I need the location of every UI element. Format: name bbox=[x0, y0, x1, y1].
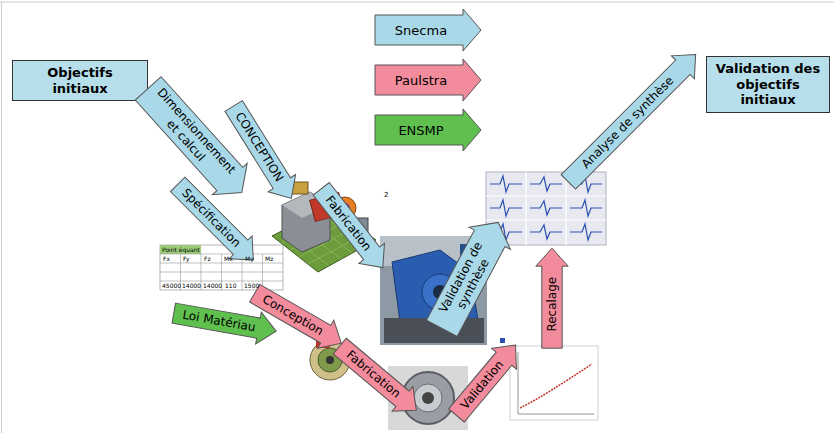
table-cell: Fx bbox=[163, 256, 170, 262]
table-cell: 110 bbox=[225, 283, 236, 289]
legend-swatch bbox=[375, 9, 481, 51]
legend-swatch bbox=[375, 59, 481, 101]
node-label: Objectifs initiaux bbox=[19, 65, 141, 96]
arrow-step: Dimensionnement et calcul bbox=[135, 76, 255, 203]
table-cell: Mx bbox=[224, 256, 233, 262]
table-cell: 1500 bbox=[244, 283, 259, 289]
table-cell: Fy bbox=[183, 256, 189, 262]
arrow-outline bbox=[247, 279, 350, 357]
process-box: Validation des objectifs initiaux bbox=[706, 56, 830, 113]
legend-label: ENSMP bbox=[398, 123, 443, 138]
table-cell: 45000 bbox=[162, 283, 181, 289]
arrow-outline bbox=[557, 43, 707, 193]
table-cell: 14000 bbox=[203, 283, 222, 289]
arrow-outline bbox=[329, 333, 426, 422]
arrow-step: Recalage bbox=[542, 248, 562, 348]
legend-swatch bbox=[375, 109, 481, 151]
arrow-outline bbox=[536, 248, 568, 348]
legend-item: Paulstra bbox=[375, 65, 481, 95]
node-label: Validation des objectifs initiaux bbox=[713, 61, 823, 108]
table-cell: 14000 bbox=[182, 283, 201, 289]
legend-item: Snecma bbox=[375, 15, 481, 45]
figure-number: 2 bbox=[384, 192, 388, 199]
legend-item: ENSMP bbox=[375, 115, 481, 145]
arrow-step: Analyse de synthèse bbox=[561, 47, 703, 189]
legend-label: Paulstra bbox=[395, 73, 447, 88]
node-label: Recalage bbox=[545, 277, 559, 332]
table-cell: Point équant bbox=[162, 247, 200, 253]
legend-label: Snecma bbox=[395, 23, 447, 38]
node-label: Dimensionnement et calcul bbox=[143, 84, 239, 186]
process-box: Objectifs initiaux bbox=[12, 60, 148, 101]
table-cell: Mz bbox=[265, 256, 273, 262]
arrow-outline bbox=[166, 173, 265, 272]
arrow-outline bbox=[421, 211, 519, 339]
node-label: Analyse de synthèse bbox=[579, 73, 677, 171]
arrow-outline bbox=[308, 179, 395, 278]
arrow-outline bbox=[444, 334, 528, 425]
arrow-outline bbox=[219, 97, 304, 207]
node-label: Spécification bbox=[178, 185, 243, 250]
table-cell: My bbox=[245, 256, 254, 262]
table-cell: Fz bbox=[204, 256, 211, 262]
